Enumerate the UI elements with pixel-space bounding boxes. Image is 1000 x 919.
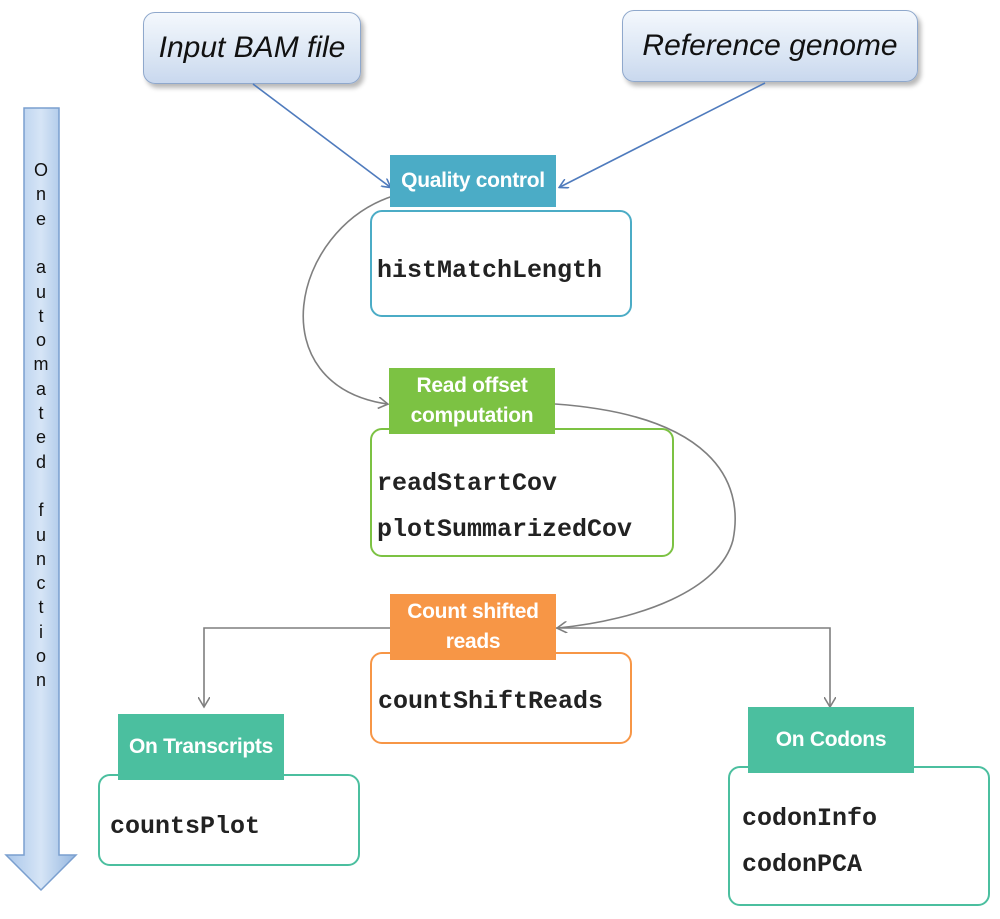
- arrow-count-to-codons: [556, 627, 830, 706]
- on-codons-title: On Codons: [775, 728, 887, 751]
- timeline-letter: t: [38, 597, 44, 618]
- on-codons-box: [728, 766, 990, 906]
- count-shifted-title-line2: reads: [445, 630, 501, 653]
- count-shifted-box: [370, 652, 632, 744]
- arrow-bam-to-qc: [252, 83, 390, 187]
- count-shifted-header: Count shifted reads: [390, 594, 556, 660]
- timeline-letter: u: [35, 524, 46, 545]
- timeline-letter: t: [38, 403, 44, 423]
- timeline-letter: t: [38, 305, 44, 326]
- timeline-letter: o: [35, 646, 46, 666]
- quality-control-box: [370, 210, 632, 317]
- timeline-letter: c: [36, 573, 46, 594]
- on-transcripts-header: On Transcripts: [118, 714, 284, 780]
- on-transcripts-box: [98, 774, 360, 866]
- function-codonpca: codonPCA: [742, 850, 863, 879]
- read-offset-title-line2: computation: [410, 404, 534, 427]
- timeline-letter: i: [39, 621, 43, 642]
- input-bam-file-box: Input BAM file: [143, 12, 361, 84]
- on-codons-header: On Codons: [748, 707, 914, 773]
- timeline-letter: O: [33, 160, 48, 180]
- quality-control-title: Quality control: [401, 169, 545, 192]
- function-readstartcov: readStartCov: [377, 469, 558, 498]
- arrow-count-to-transcripts: [204, 627, 390, 706]
- function-countshiftreads: countShiftReads: [378, 687, 604, 716]
- timeline-letter: f: [38, 500, 44, 521]
- timeline-letter: d: [35, 451, 46, 472]
- timeline-letter: n: [35, 184, 46, 205]
- timeline-letter: e: [35, 427, 46, 448]
- timeline-letter: a: [35, 378, 46, 399]
- read-offset-header: Read offset computation: [389, 368, 555, 434]
- arrow-qc-to-offset: [302, 195, 394, 404]
- timeline-letter: n: [35, 548, 46, 569]
- function-histmatchlength: histMatchLength: [377, 256, 603, 285]
- function-plotsummarizedcov: plotSummarizedCov: [377, 515, 633, 544]
- read-offset-title-line1: Read offset: [416, 374, 528, 397]
- count-shifted-title-line1: Count shifted: [407, 600, 539, 623]
- function-codoninfo: codonInfo: [742, 804, 878, 833]
- function-countsplot: countsPlot: [110, 812, 261, 841]
- quality-control-header: Quality control: [390, 155, 556, 207]
- on-transcripts-title: On Transcripts: [128, 735, 273, 758]
- timeline-letter: n: [35, 670, 46, 691]
- reference-genome-box: Reference genome: [622, 10, 918, 82]
- timeline-letter: a: [35, 257, 46, 278]
- timeline-letter: m: [33, 354, 49, 375]
- arrow-offset-to-count: [554, 403, 736, 628]
- arrow-genome-to-qc: [560, 82, 766, 187]
- timeline-letter: u: [35, 281, 46, 302]
- timeline-letter: o: [35, 330, 46, 351]
- read-offset-box: [370, 428, 674, 557]
- timeline-letter: e: [35, 208, 46, 229]
